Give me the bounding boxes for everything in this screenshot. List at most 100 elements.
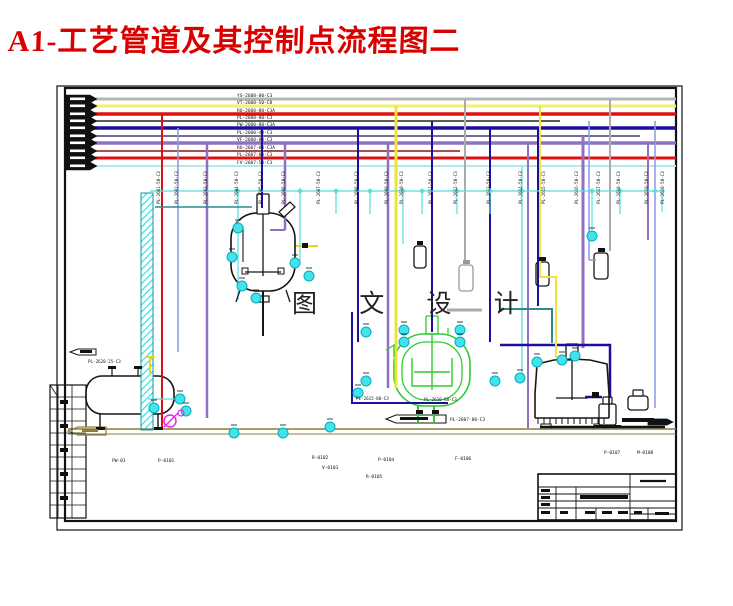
instrument-bubble xyxy=(226,251,238,263)
pipeline-label: RO-2607-80-C3A xyxy=(237,145,275,151)
pipe-route xyxy=(539,106,557,358)
text-blob xyxy=(80,350,92,353)
pipe-route xyxy=(500,308,553,343)
equipment-rect xyxy=(537,473,677,521)
annotation-label: M-0108 xyxy=(637,450,654,456)
pipeline-label: VT-2608-50-C8 xyxy=(237,100,273,106)
text-blob xyxy=(539,257,546,261)
text-blob xyxy=(154,427,163,430)
annotation-label: PL-2607-80-C3 xyxy=(450,417,486,423)
flag-text-blob xyxy=(70,141,85,145)
vertical-pipe-label: PL-2605-50-C3 xyxy=(258,171,263,204)
annotation-label: P-0104 xyxy=(378,457,395,463)
flag-text-blob xyxy=(70,119,85,123)
instrument-bubble xyxy=(289,257,301,269)
annotation-label: PW-01 xyxy=(112,458,126,464)
vertical-pipe-label: PL-2618-50-C3 xyxy=(616,171,621,204)
pump-symbol xyxy=(177,409,185,417)
pipe-route xyxy=(351,312,448,404)
vertical-pipe-label: PL-2619-50-C3 xyxy=(644,171,649,204)
flag-text-blob xyxy=(70,164,85,168)
instrument-bubble xyxy=(569,350,581,362)
vertical-pipe-label: PL-2620-50-C3 xyxy=(660,171,665,204)
vertical-pipe-label: PL-2610-50-C3 xyxy=(399,171,404,204)
instrument-bubble xyxy=(531,356,543,368)
text-blob xyxy=(622,418,654,422)
branch-diamond xyxy=(519,188,525,194)
annotation-label: R-0105 xyxy=(366,474,383,480)
text-blob xyxy=(302,243,308,248)
annotation-label: PL-2616-80-C3 xyxy=(424,397,457,402)
pipe-route xyxy=(278,201,296,218)
text-blob xyxy=(96,427,105,430)
equipment-rect xyxy=(49,384,87,519)
flag-text-blob xyxy=(70,149,85,153)
text-blob xyxy=(594,425,621,428)
pipeline-label: FV-2607-50-C3 xyxy=(237,160,273,166)
text-blob xyxy=(60,448,68,452)
vertical-pipe-label: PL-2602-50-C3 xyxy=(174,171,179,204)
instrument-bubble xyxy=(228,427,240,439)
vertical-pipe-label: PL-2609-50-C3 xyxy=(384,171,389,204)
equipment-rect xyxy=(85,375,175,415)
flag-text-blob xyxy=(70,112,85,116)
instrument-bubble xyxy=(398,324,410,336)
vertical-pipe-label: PL-2608-50-C3 xyxy=(354,171,359,204)
instrument-bubble xyxy=(360,326,372,338)
equipment-rect xyxy=(140,192,154,431)
text-blob xyxy=(541,503,550,506)
annotation-label: PL-2620-25-C3 xyxy=(88,359,121,364)
text-blob xyxy=(463,260,470,264)
instrument-bubble xyxy=(360,375,372,387)
text-blob xyxy=(60,400,68,404)
pipeline-label: PL-2608-80-C3 xyxy=(237,115,273,121)
annotation-label: F-0106 xyxy=(455,456,472,462)
pipeline-label: PW-2608-80-C3A xyxy=(237,122,275,128)
equipment-rect xyxy=(277,267,285,275)
instrument-bubble xyxy=(556,354,568,366)
instrument-bubble xyxy=(232,222,244,234)
flag-text-blob xyxy=(70,156,85,160)
equipment-rect xyxy=(593,252,609,280)
flag-text-blob xyxy=(70,104,85,108)
text-blob xyxy=(602,511,612,514)
vertical-pipe-label: PL-2607-50-C3 xyxy=(316,171,321,204)
drawing-line xyxy=(49,384,59,398)
text-blob xyxy=(634,511,642,514)
pipeline-label: VF-2608-80-C3 xyxy=(237,137,273,143)
equipment-rect xyxy=(458,264,474,292)
equipment-rect xyxy=(632,389,644,397)
vertical-pipe-label: PL-2614-50-C3 xyxy=(518,171,523,204)
vertical-pipe-label: PL-2601-50-C3 xyxy=(156,171,161,204)
annotation-label: P-0101 xyxy=(158,458,175,464)
pipe-route xyxy=(500,343,612,398)
instrument-bubble xyxy=(586,230,598,242)
instrument-bubble xyxy=(514,372,526,384)
instrument-bubble xyxy=(174,393,186,405)
text-blob xyxy=(541,496,550,499)
pipeline-label: RO-2608-80-C3A xyxy=(237,108,275,114)
text-blob xyxy=(618,511,628,514)
text-blob xyxy=(82,429,98,432)
pipeline-label: PL-2608-40-C3 xyxy=(237,130,273,136)
text-blob xyxy=(60,424,68,428)
flag-text-blob xyxy=(70,97,85,101)
text-blob xyxy=(592,392,599,398)
drawing-line xyxy=(285,289,291,303)
instrument-bubble xyxy=(454,336,466,348)
text-blob xyxy=(416,410,423,414)
text-blob xyxy=(432,410,439,414)
vertical-pipe-label: PL-2616-50-C3 xyxy=(574,171,579,204)
instrument-bubble xyxy=(324,421,336,433)
text-blob xyxy=(108,366,116,369)
annotation-label: P-0107 xyxy=(604,450,621,456)
annotation-label: PL-2615-80-C3 xyxy=(356,396,389,401)
annotation-label: V-0103 xyxy=(322,465,339,471)
text-blob xyxy=(560,511,568,514)
pipeline-label: YS-2608-80-C3 xyxy=(237,93,273,99)
pipeline-label: PL-2607-80-C3 xyxy=(237,152,273,158)
text-blob xyxy=(580,495,628,499)
instrument-bubble xyxy=(236,280,248,292)
instrument-bubble xyxy=(148,402,160,414)
